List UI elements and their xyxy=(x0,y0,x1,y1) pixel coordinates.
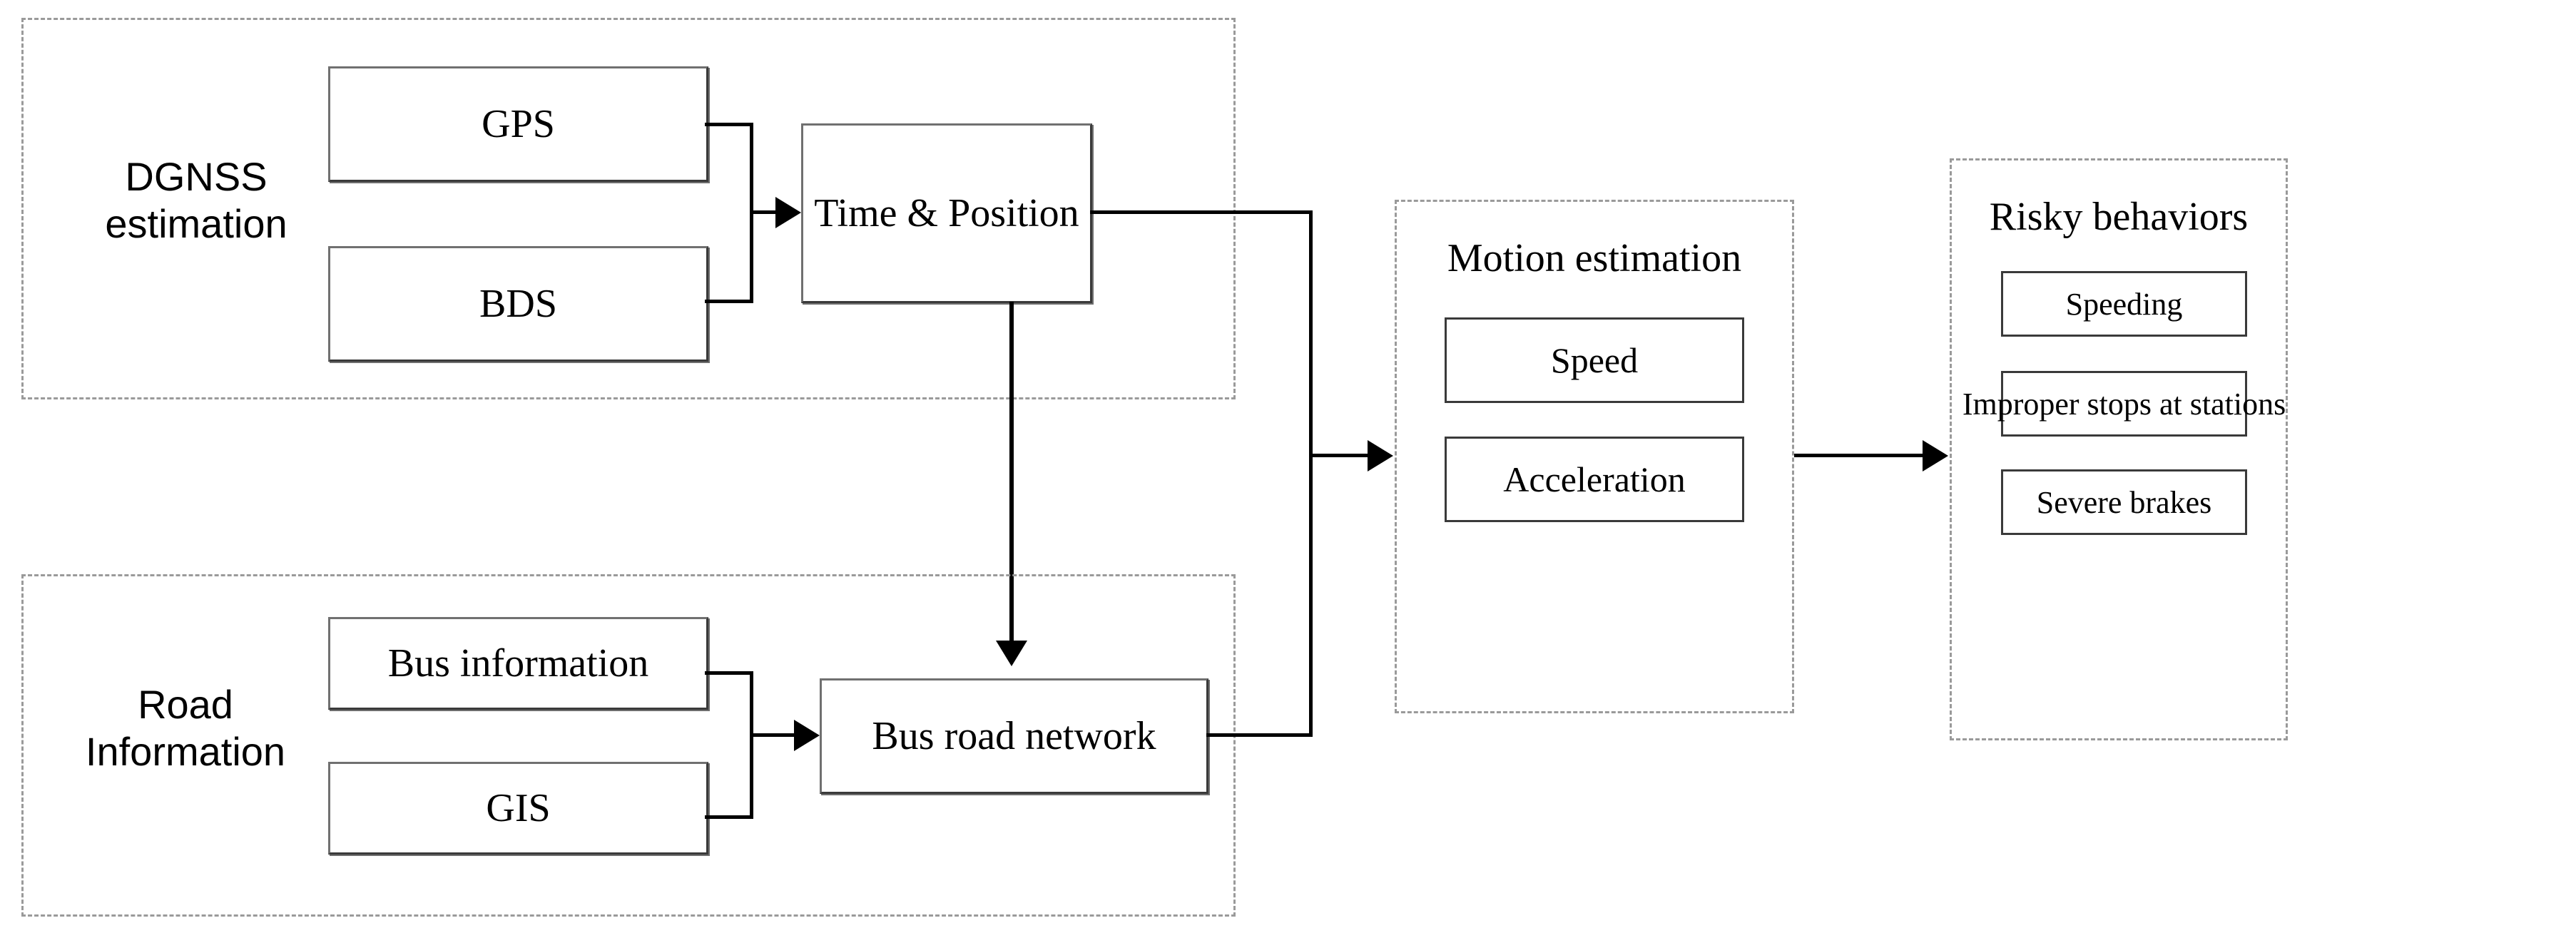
arrowhead-trunk-to-motion-estimation xyxy=(1368,440,1393,471)
node-time-position-label: Time & Position xyxy=(814,191,1079,235)
group-label-road-line1: Road xyxy=(138,682,233,727)
node-speeding[interactable]: Speeding xyxy=(2001,271,2247,337)
group-label-road-line2: Information xyxy=(85,729,286,775)
connector-bus-information-stub xyxy=(705,671,753,675)
node-bus-road-network[interactable]: Bus road network xyxy=(820,678,1208,794)
connector-bus-road-network-right xyxy=(1206,733,1313,737)
group-label-dgnss-line1: DGNSS xyxy=(125,154,268,199)
group-risky-behaviors xyxy=(1950,158,2288,740)
node-gis[interactable]: GIS xyxy=(328,762,708,855)
group-road-information xyxy=(21,574,1236,917)
node-bus-information-label: Bus information xyxy=(387,641,649,685)
connector-dgnss-to-time-position xyxy=(750,210,790,214)
connector-road-to-bus-road-network xyxy=(750,733,808,737)
group-title-motion-estimation: Motion estimation xyxy=(1447,236,1742,280)
connector-time-position-down xyxy=(1009,302,1014,643)
node-speeding-label: Speeding xyxy=(2065,286,2183,322)
node-gps[interactable]: GPS xyxy=(328,66,708,182)
group-label-road-information: Road Information xyxy=(43,681,328,775)
group-title-risky-behaviors: Risky behaviors xyxy=(1989,195,2249,239)
node-bds[interactable]: BDS xyxy=(328,246,708,362)
arrowhead-motion-to-risky xyxy=(1923,440,1948,471)
node-gis-label: GIS xyxy=(486,786,551,830)
node-improper-stops-label: Improper stops at stations xyxy=(1962,386,2286,422)
node-severe-brakes-label: Severe brakes xyxy=(2036,484,2212,520)
node-speed-label: Speed xyxy=(1550,340,1639,380)
connector-time-position-right xyxy=(1090,210,1313,214)
node-time-position[interactable]: Time & Position xyxy=(801,123,1092,303)
node-bus-road-network-label: Bus road network xyxy=(872,714,1156,758)
node-bus-information[interactable]: Bus information xyxy=(328,617,708,710)
arrowhead-dgnss-to-time-position xyxy=(775,197,801,228)
connector-gps-stub xyxy=(705,123,753,126)
group-motion-estimation xyxy=(1395,200,1794,713)
node-gps-label: GPS xyxy=(482,102,555,146)
node-speed[interactable]: Speed xyxy=(1445,317,1744,403)
node-acceleration-label: Acceleration xyxy=(1503,459,1686,499)
connector-gis-stub xyxy=(705,815,753,819)
connector-trunk-to-motion-estimation xyxy=(1309,454,1369,457)
group-label-dgnss-estimation: DGNSS estimation xyxy=(78,153,314,248)
arrowhead-road-to-bus-road-network xyxy=(794,720,820,751)
group-label-dgnss-line2: estimation xyxy=(105,201,287,247)
arrowhead-time-position-to-bus-road-network xyxy=(996,641,1027,666)
connector-bds-stub xyxy=(705,300,753,303)
group-dgnss-estimation xyxy=(21,18,1236,399)
connector-main-trunk-vertical xyxy=(1309,210,1313,737)
connector-road-merge-vertical xyxy=(750,671,753,819)
connector-motion-to-risky xyxy=(1794,454,1924,457)
node-severe-brakes[interactable]: Severe brakes xyxy=(2001,469,2247,535)
node-improper-stops[interactable]: Improper stops at stations xyxy=(1962,371,2286,437)
node-acceleration[interactable]: Acceleration xyxy=(1445,437,1744,522)
node-bds-label: BDS xyxy=(479,282,557,326)
